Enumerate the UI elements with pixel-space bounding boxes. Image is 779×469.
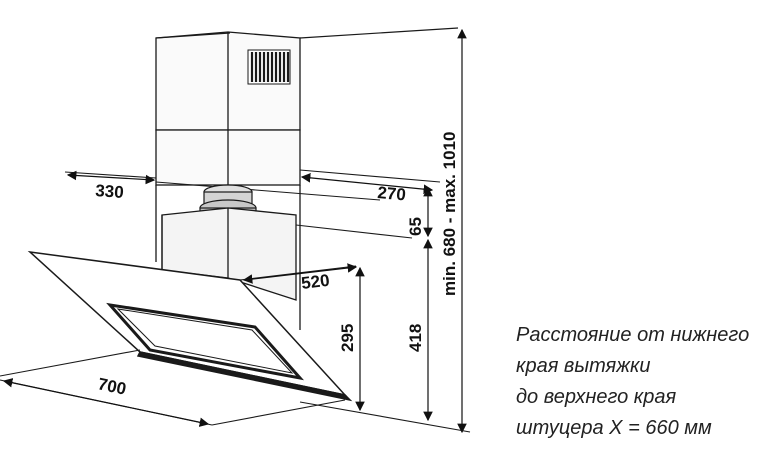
distance-note: Расстояние от нижнего края вытяжки до ве…	[516, 320, 778, 444]
dim-330-label: 330	[95, 181, 125, 202]
dim-270-label: 270	[377, 183, 407, 204]
dim-295-label: 295	[338, 324, 357, 352]
dim-418-label: 418	[406, 324, 425, 352]
dim-65-label: 65	[406, 217, 425, 236]
ceiling-outline	[155, 27, 459, 39]
note-line: штуцера X = 660 мм	[516, 417, 712, 439]
note-line: края вытяжки	[516, 355, 651, 377]
note-line: Расстояние от нижнего	[516, 324, 750, 346]
dim-520-label: 520	[300, 271, 330, 293]
dim-700-label: 700	[96, 374, 128, 398]
glass-panel	[27, 250, 353, 402]
vent-grille-icon	[247, 49, 291, 85]
dimension-lines	[2, 28, 467, 434]
dim-total-height-label: min. 680 - max. 1010	[440, 132, 459, 296]
note-line: до верхнего края	[516, 386, 677, 408]
chimney-middle	[155, 129, 301, 186]
